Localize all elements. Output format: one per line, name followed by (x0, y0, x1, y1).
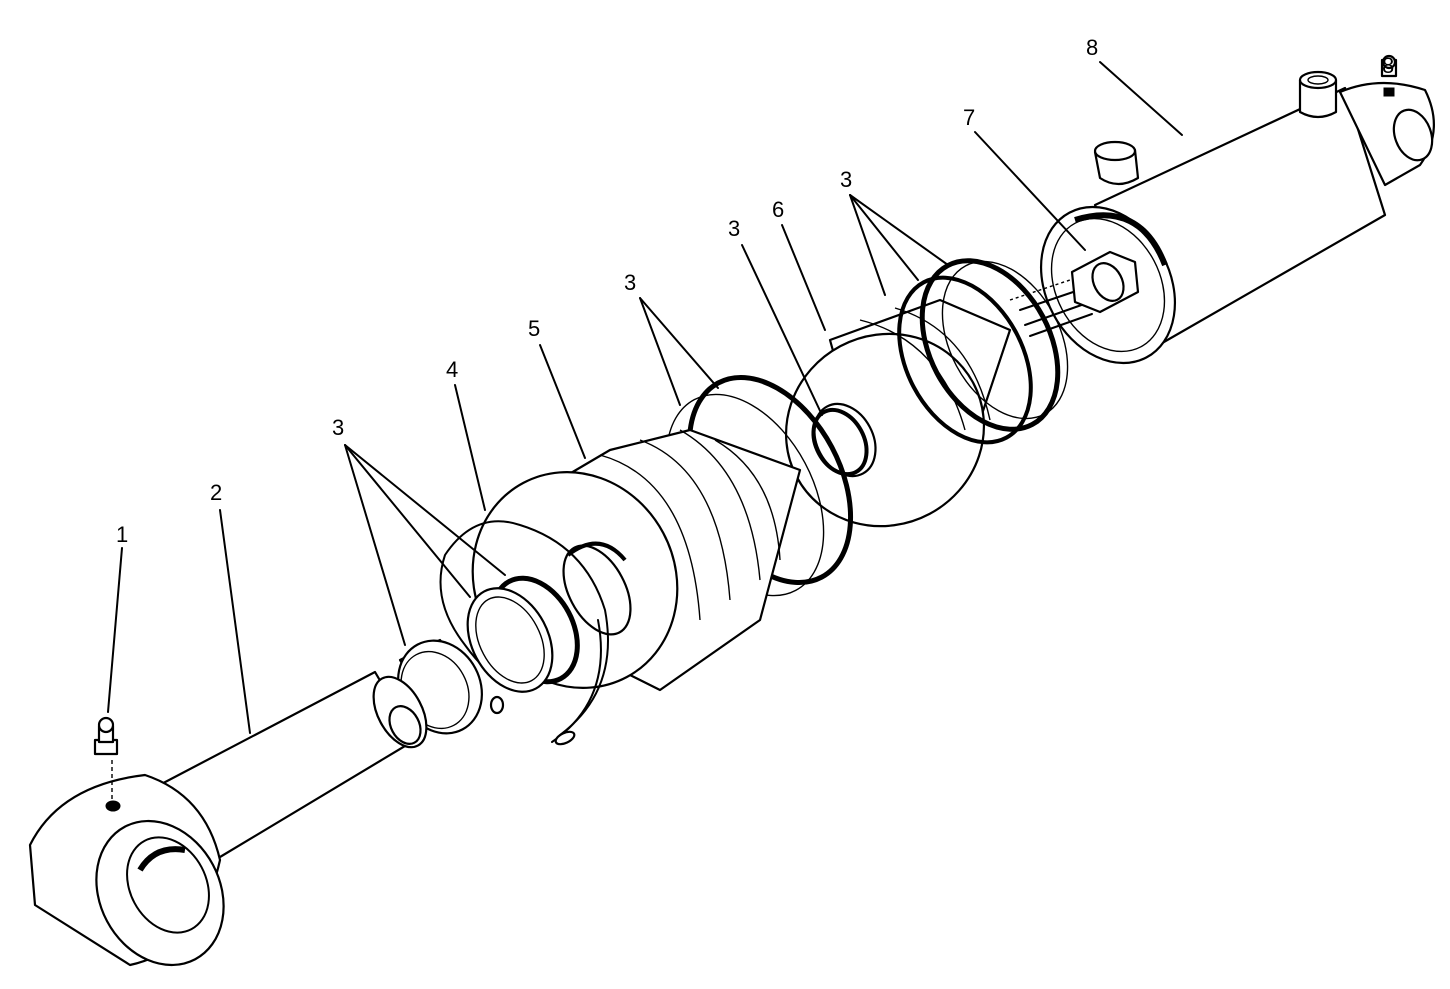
inner-o-ring (811, 402, 877, 478)
leader-lines (107, 61, 1183, 734)
leader-line-3d-1 (849, 194, 886, 296)
leader-line-3a-1 (344, 444, 406, 646)
hydraulic-port-front (1093, 140, 1140, 186)
leader-line-3b-1 (639, 297, 681, 406)
cylinder-barrel (1039, 54, 1435, 365)
leader-line-4 (454, 384, 486, 511)
leader-line-3d-3 (849, 194, 949, 266)
callout-5: 5 (528, 316, 540, 341)
leader-line-3b-2 (639, 297, 719, 389)
leader-line-2 (219, 509, 251, 734)
callout-6: 6 (772, 197, 784, 222)
callout-4: 4 (446, 357, 458, 382)
leader-line-8 (1099, 61, 1183, 136)
callout-3-right: 3 (840, 167, 852, 192)
leader-line-7 (974, 131, 1086, 251)
callout-3-middle: 3 (624, 270, 636, 295)
leader-line-6 (781, 224, 826, 331)
callout-numbers: 1 2 3 4 5 3 3 6 3 7 8 8 (116, 35, 1394, 547)
callout-3-inner: 3 (728, 216, 740, 241)
grease-fitting-barrel (1380, 54, 1398, 97)
hydraulic-port-rear (1298, 70, 1338, 119)
callout-1: 1 (116, 522, 128, 547)
leader-line-3d-2 (849, 194, 919, 281)
leader-line-5 (539, 344, 586, 459)
callout-8-fitting: 8 (1382, 53, 1394, 78)
callout-3-left: 3 (332, 415, 344, 440)
piston-rod (28, 670, 428, 967)
leader-line-1 (107, 547, 123, 713)
cylinder-head (471, 428, 802, 692)
leader-line-3a-3 (344, 444, 506, 576)
callout-2: 2 (210, 480, 222, 505)
grease-fitting-rod-eye (93, 716, 121, 812)
leader-line-3c (741, 244, 823, 416)
piston-nut (1009, 250, 1140, 337)
callout-7: 7 (963, 105, 975, 130)
callout-8: 8 (1086, 35, 1098, 60)
snap-ring (439, 520, 609, 746)
leader-line-3a-2 (344, 444, 471, 598)
piston (784, 298, 1012, 528)
